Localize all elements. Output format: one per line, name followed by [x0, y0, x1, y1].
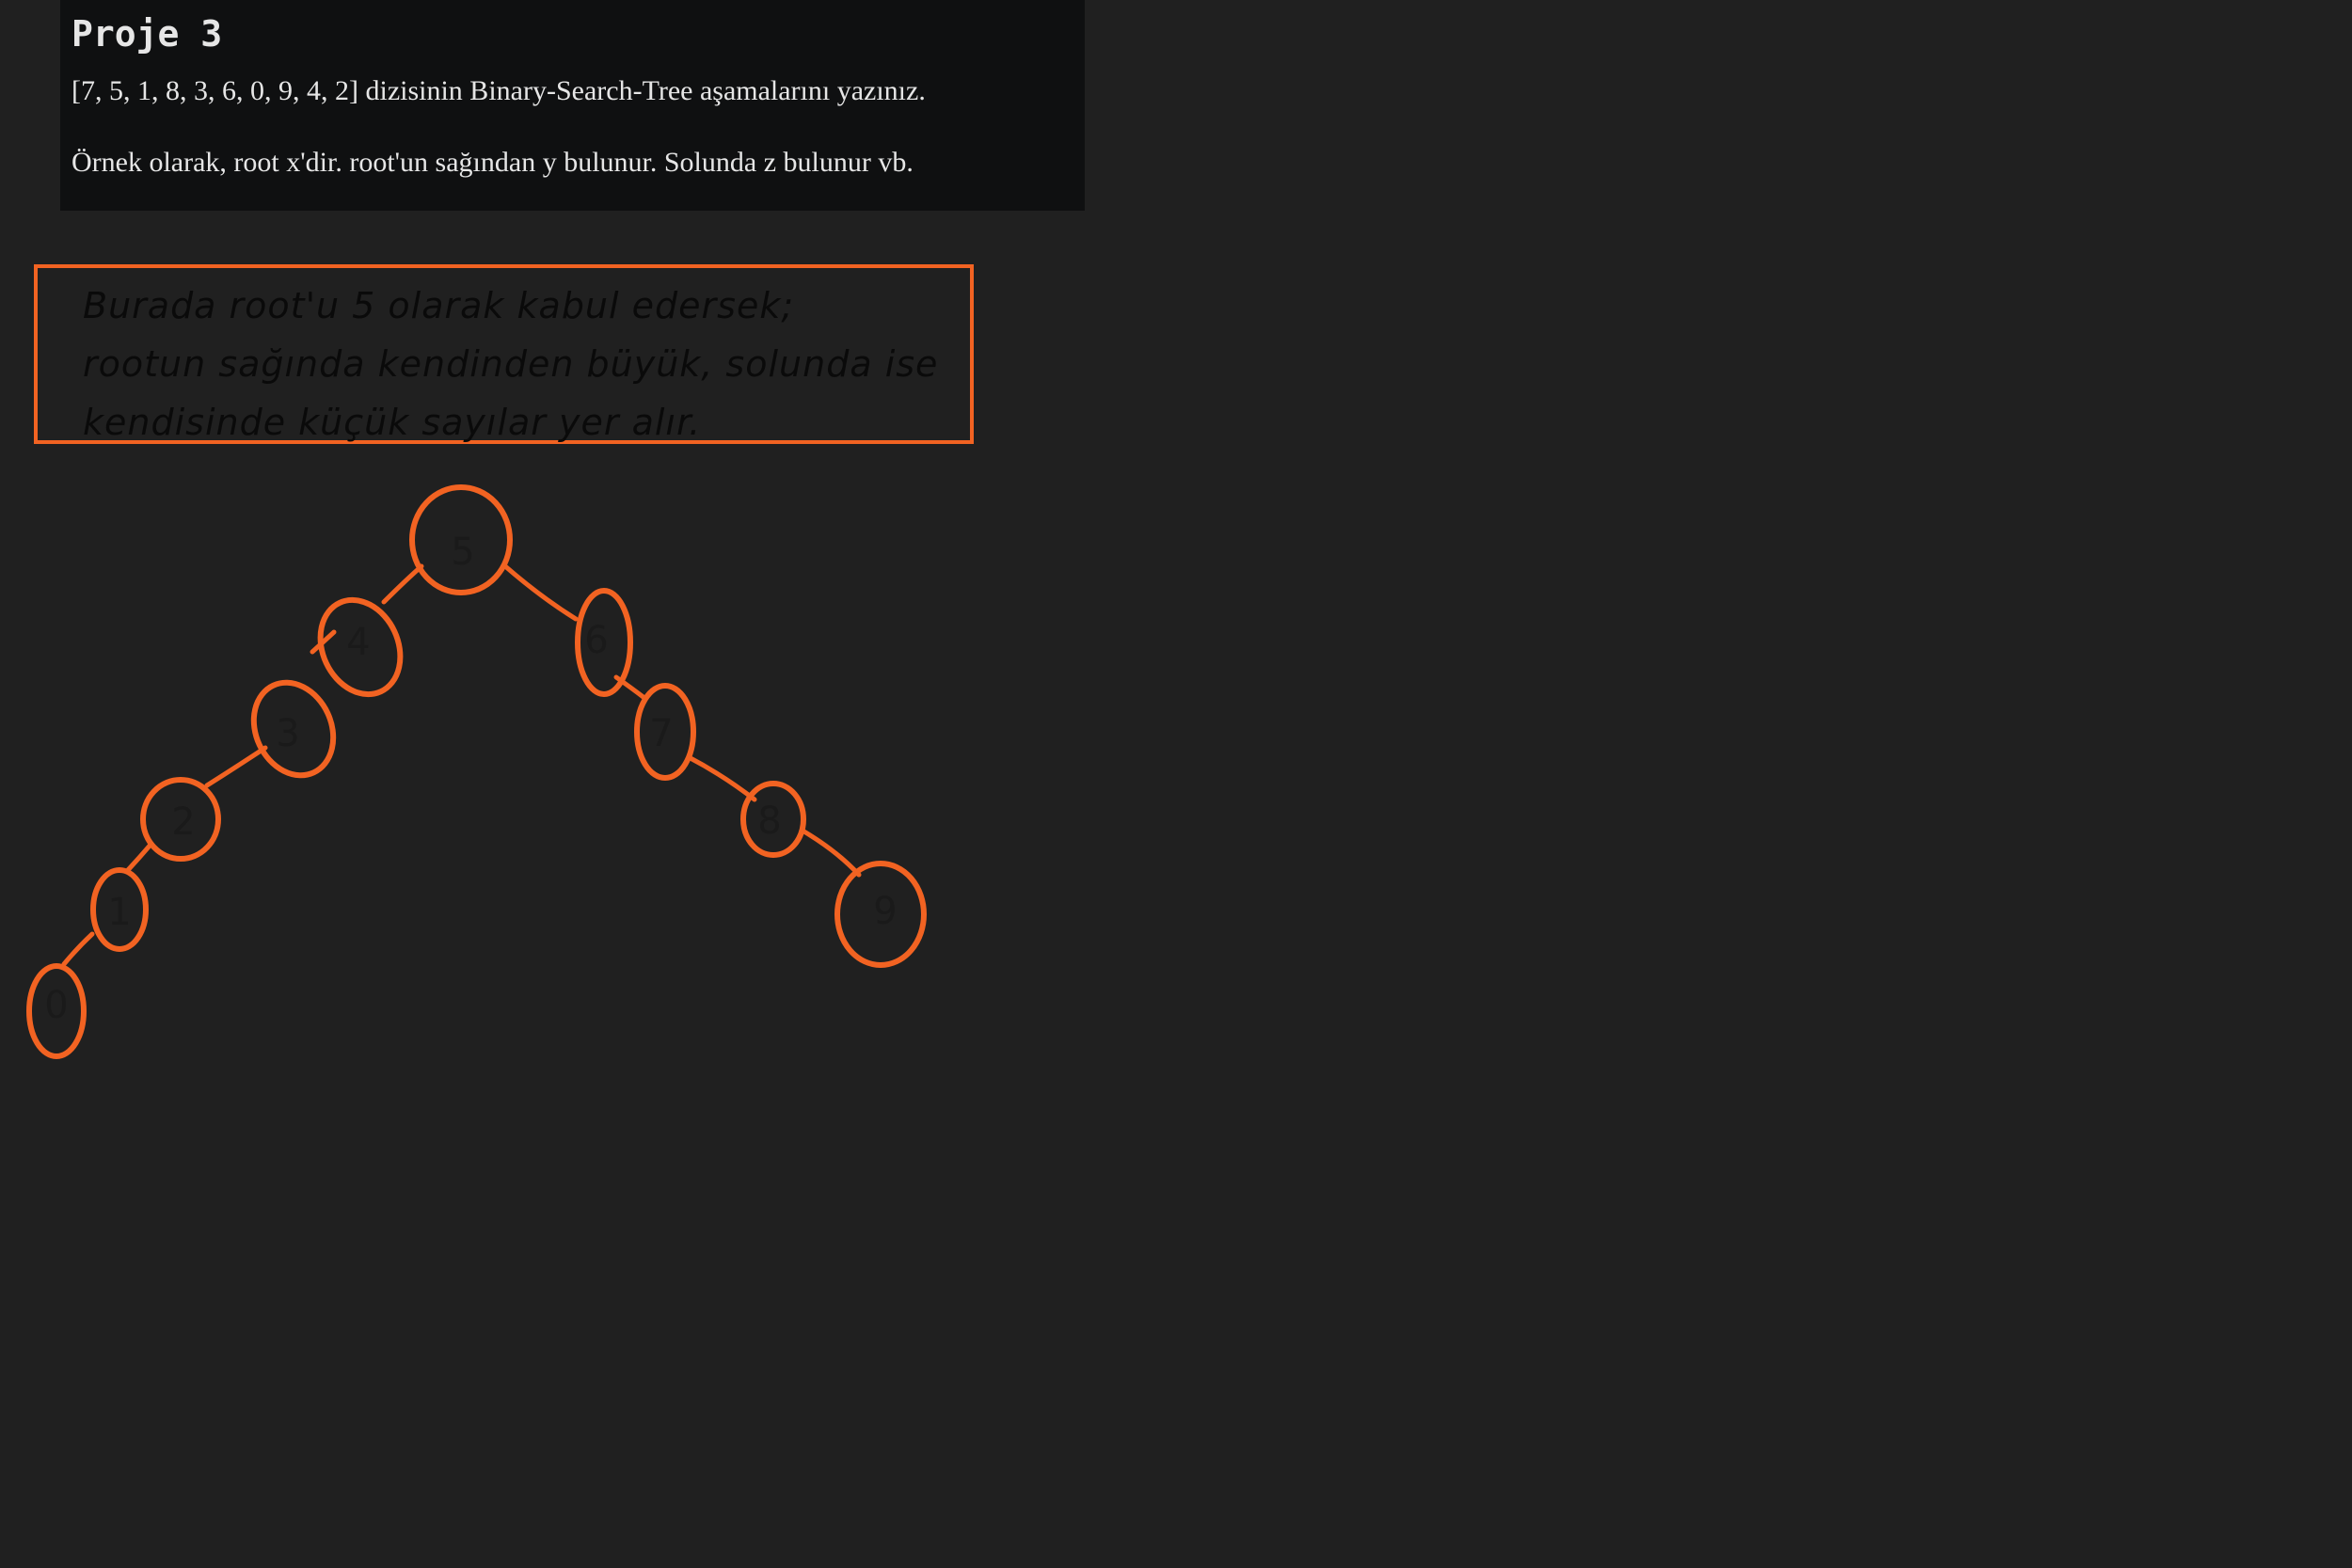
tree-node-3: 3: [250, 679, 337, 779]
edge-5-6: [502, 563, 579, 622]
tree-node-4: 4: [317, 596, 404, 698]
node-label: 7: [649, 712, 673, 755]
node-circle: [740, 781, 806, 858]
task-description: [7, 5, 1, 8, 3, 6, 0, 9, 4, 2] dizisinin…: [72, 75, 926, 106]
edge-6-7: [613, 674, 647, 701]
node-label: 5: [451, 531, 474, 574]
node-circle: [834, 861, 927, 968]
node-circle: [634, 683, 696, 781]
tree-node-5: 5: [409, 484, 513, 595]
tree-node-8: 8: [740, 781, 806, 858]
tree-edges: [61, 563, 862, 967]
edge-3-2: [204, 745, 268, 788]
task-example: Örnek olarak, root x'dir. root'un sağınd…: [72, 147, 914, 178]
node-label: 9: [873, 890, 897, 933]
tree-node-2: 2: [140, 777, 221, 862]
edge-2-1: [125, 842, 153, 873]
node-label: 6: [584, 619, 608, 662]
node-circle: [250, 679, 337, 779]
tree-node-7: 7: [634, 683, 696, 781]
node-circle: [26, 963, 87, 1059]
edge-8-9: [800, 828, 862, 878]
note-line-3: kendisinde küçük sayılar yer alır.: [83, 402, 702, 443]
tree-node-1: 1: [90, 867, 149, 952]
node-circle: [317, 596, 404, 698]
node-circle: [140, 777, 221, 862]
note-line-1: Burada root'u 5 olarak kabul edersek;: [83, 285, 795, 326]
tree-node-9: 9: [834, 861, 927, 968]
node-circle: [409, 484, 513, 595]
node-label: 1: [107, 891, 131, 934]
node-circle: [90, 867, 149, 952]
note-line-2: rootun sağında kendinden büyük, solunda …: [83, 343, 939, 385]
edge-7-8: [686, 754, 757, 802]
explanation-note: Burada root'u 5 olarak kabul edersek; ro…: [34, 264, 974, 444]
node-label: 2: [171, 800, 195, 844]
tree-nodes: 5 4 3 2 1 0 6 7: [26, 484, 927, 1059]
task-header-panel: Proje 3 [7, 5, 1, 8, 3, 6, 0, 9, 4, 2] d…: [60, 0, 1085, 211]
tree-node-0: 0: [26, 963, 87, 1059]
edge-5-4: [381, 563, 424, 605]
node-label: 0: [44, 984, 68, 1027]
node-label: 4: [346, 621, 370, 664]
task-title: Proje 3: [72, 13, 223, 55]
edge-1-0: [61, 931, 95, 967]
node-label: 3: [276, 712, 299, 755]
node-circle: [575, 588, 633, 697]
node-label: 8: [757, 800, 781, 843]
tree-node-6: 6: [575, 588, 633, 697]
